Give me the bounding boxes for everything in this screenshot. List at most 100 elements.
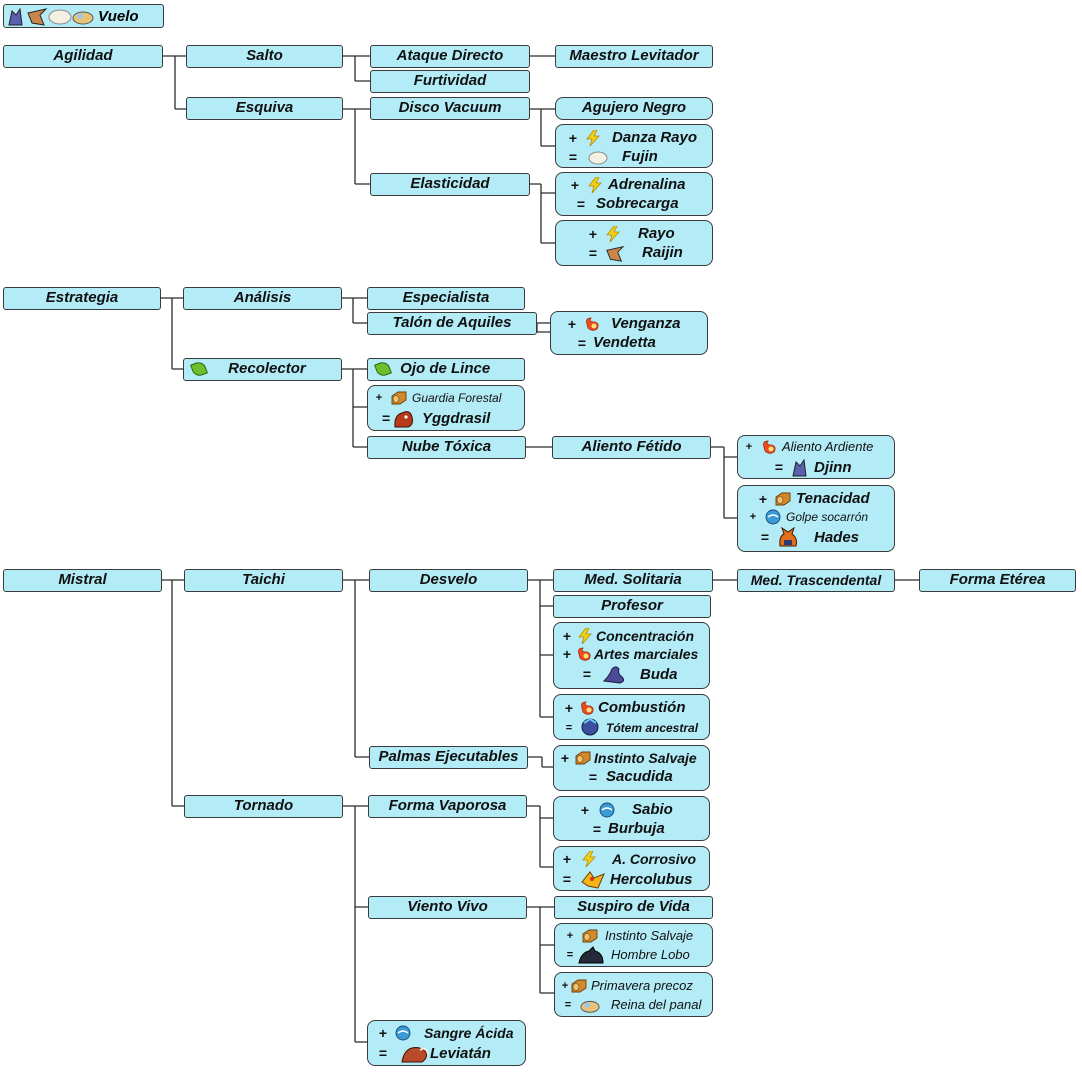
- combo-leviatan[interactable]: + Sangre Ácida = Leviatán: [367, 1020, 526, 1066]
- combo-add-label: Guardia Forestal: [412, 390, 502, 405]
- combo-add-label: Combustión: [598, 699, 686, 716]
- node-agilidad[interactable]: Agilidad: [3, 45, 163, 68]
- equals-sign: =: [774, 459, 784, 475]
- combo-result-label: Vendetta: [593, 334, 656, 351]
- combo-result-label: Hades: [814, 528, 860, 546]
- node-mistral[interactable]: Mistral: [3, 569, 162, 592]
- lightning-icon: [606, 225, 620, 242]
- wood-icon: [775, 492, 791, 505]
- node-aliento-fetido[interactable]: Aliento Fétido: [552, 436, 711, 459]
- combo-sobrecarga[interactable]: + Adrenalina = Sobrecarga: [555, 172, 713, 216]
- lightning-icon: [586, 129, 600, 146]
- combo-result-label: Buda: [640, 665, 678, 683]
- node-profesor[interactable]: Profesor: [553, 595, 711, 618]
- hades-creature-icon: [779, 526, 797, 547]
- combo-buda[interactable]: + Concentración + Artes marciales = Buda: [553, 622, 710, 689]
- node-elasticidad[interactable]: Elasticidad: [370, 173, 530, 196]
- node-disco-vacuum[interactable]: Disco Vacuum: [370, 97, 530, 120]
- plus-sign: +: [580, 801, 590, 818]
- fire-icon: [581, 701, 594, 715]
- combo-fujin[interactable]: + Danza Rayo = Fujin: [555, 124, 713, 168]
- header-vuelo: Vuelo: [3, 4, 164, 28]
- node-agujero-negro[interactable]: Agujero Negro: [555, 97, 713, 120]
- fire-icon: [763, 440, 776, 454]
- combo-result-label: Reina del panal: [611, 997, 702, 1012]
- equals-sign: =: [566, 948, 574, 961]
- node-talon-de-aquiles[interactable]: Talón de Aquiles: [367, 312, 537, 335]
- combo-result-label: Fujin: [622, 148, 658, 165]
- combo-hercolubus[interactable]: + A. Corrosivo = Hercolubus: [553, 846, 710, 891]
- combo-add-label: Instinto Salvaje: [605, 928, 694, 943]
- cloud-icon: [588, 151, 608, 164]
- node-palmas-ejecutables[interactable]: Palmas Ejecutables: [369, 746, 528, 769]
- node-maestro-levitador[interactable]: Maestro Levitador: [555, 45, 713, 68]
- node-suspiro-de-vida[interactable]: Suspiro de Vida: [554, 896, 713, 919]
- combo-djinn[interactable]: + Aliento Ardiente = Djinn: [737, 435, 895, 479]
- node-forma-vaporosa[interactable]: Forma Vaporosa: [368, 795, 527, 818]
- plus-sign: +: [562, 627, 572, 644]
- combo-hombre-lobo[interactable]: + Instinto Salvaje = Hombre Lobo: [554, 923, 713, 967]
- node-ataque-directo[interactable]: Ataque Directo: [370, 45, 530, 68]
- node-forma-eterea[interactable]: Forma Etérea: [919, 569, 1076, 592]
- equals-sign: =: [564, 998, 572, 1011]
- node-med-trascendental[interactable]: Med. Trascendental: [737, 569, 895, 592]
- combo-result-label: Hercolubus: [610, 870, 693, 888]
- node-recolector-label: Recolector: [228, 360, 306, 377]
- combo-add-label: Aliento Ardiente: [782, 439, 874, 454]
- combo-totem[interactable]: + Combustión = Tótem ancestral: [553, 694, 710, 740]
- node-recolector[interactable]: Recolector: [183, 358, 342, 381]
- combo-result-label: Burbuja: [608, 820, 665, 837]
- combo-add-label: Adrenalina: [608, 176, 686, 193]
- lightning-icon: [582, 850, 596, 867]
- plus-sign: +: [561, 979, 569, 992]
- combo-vendetta[interactable]: + Venganza = Vendetta: [550, 311, 708, 355]
- combo-add-label: A. Corrosivo: [612, 850, 697, 867]
- plus-sign: +: [568, 129, 578, 146]
- equals-sign: =: [576, 195, 586, 212]
- equals-sign: =: [760, 529, 770, 545]
- combo-result-label: Djinn: [814, 458, 852, 476]
- node-taichi[interactable]: Taichi: [184, 569, 343, 592]
- node-ojo-de-lince-label: Ojo de Lince: [400, 360, 491, 377]
- node-esquiva[interactable]: Esquiva: [186, 97, 343, 120]
- node-estrategia[interactable]: Estrategia: [3, 287, 161, 310]
- combo-result-label: Tótem ancestral: [606, 720, 699, 735]
- combo-reina-del-panal[interactable]: + Primavera precoz = Reina del panal: [554, 972, 713, 1017]
- node-desvelo[interactable]: Desvelo: [369, 569, 528, 592]
- plus-sign: +: [567, 315, 577, 332]
- wood-icon: [575, 751, 591, 764]
- node-furtividad[interactable]: Furtividad: [370, 70, 530, 93]
- node-tornado[interactable]: Tornado: [184, 795, 343, 818]
- combo-result-label: Hombre Lobo: [611, 947, 690, 962]
- node-ojo-de-lince[interactable]: Ojo de Lince: [367, 358, 525, 381]
- combo-add-label: Rayo: [638, 225, 675, 242]
- plus-sign: +: [375, 391, 383, 404]
- combo-hades[interactable]: + Tenacidad + Golpe socarrón = Hades: [737, 485, 895, 552]
- djinn-creature-icon: [792, 458, 807, 477]
- combo-result-label: Leviatán: [430, 1044, 491, 1062]
- node-especialista[interactable]: Especialista: [367, 287, 525, 310]
- wood-icon: [571, 979, 587, 992]
- node-nube-toxica[interactable]: Nube Tóxica: [367, 436, 526, 459]
- node-med-solitaria[interactable]: Med. Solitaria: [553, 569, 713, 592]
- raijin-creature-icon: [27, 8, 48, 26]
- combo-burbuja[interactable]: + Sabio = Burbuja: [553, 796, 710, 841]
- combo-add-label: Primavera precoz: [591, 978, 693, 993]
- combo-add2-label: Artes marciales: [594, 646, 699, 662]
- reina-del-panal-icon: [72, 11, 94, 25]
- plus-sign: +: [758, 490, 768, 507]
- combo-result-label: Raijin: [642, 244, 683, 261]
- water-icon: [599, 802, 615, 817]
- combo-raijin[interactable]: + Rayo = Raijin: [555, 220, 713, 266]
- node-analisis[interactable]: Análisis: [183, 287, 342, 310]
- yggdrasil-creature-icon: [394, 411, 413, 428]
- combo-result-label: Sobrecarga: [596, 195, 679, 212]
- combo-yggdrasil[interactable]: + Guardia Forestal = Yggdrasil: [367, 385, 525, 431]
- equals-sign: =: [562, 871, 572, 887]
- combo-add-label: Danza Rayo: [612, 129, 698, 146]
- equals-sign: =: [568, 148, 578, 165]
- combo-sacudida[interactable]: + Instinto Salvaje = Sacudida: [553, 745, 710, 791]
- node-salto[interactable]: Salto: [186, 45, 343, 68]
- leviatan-creature-icon: [401, 1047, 429, 1063]
- node-viento-vivo[interactable]: Viento Vivo: [368, 896, 527, 919]
